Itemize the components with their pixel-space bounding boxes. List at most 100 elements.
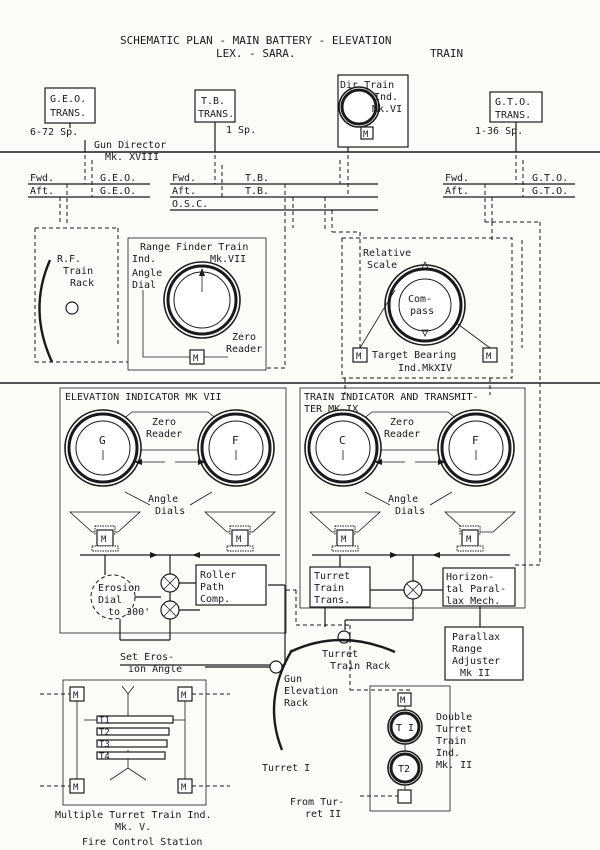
target-bearing-indicator: Relative Scale Com- pass M M Target Bear… — [341, 237, 513, 379]
rf-train-rack: R.F. Train Rack — [34, 227, 128, 363]
parallax-adjuster-line-3: Adjuster — [452, 656, 500, 667]
elevation-zero-2: Reader — [146, 429, 182, 440]
double-turret-t2: T2 — [398, 764, 410, 775]
train-zero-1: Zero — [390, 417, 414, 428]
target-bearing-label-1: Target Bearing — [372, 350, 456, 361]
train-dial-c-label: C — [339, 434, 346, 447]
range-finder-angle-2: Dial — [132, 280, 156, 291]
title-line-1: SCHEMATIC PLAN - MAIN BATTERY - ELEVATIO… — [120, 34, 392, 47]
target-bearing-relative-2: Scale — [367, 260, 397, 271]
set-erosion-line-2: ion Angle — [128, 664, 182, 675]
gun-director-line-2: Mk. XVIII — [105, 152, 159, 163]
gun-elevation-rack-line-2: Elevation — [284, 686, 338, 697]
double-turret-line-5: Mk. II — [436, 760, 472, 771]
gto-bus-fwd-label: Fwd. — [445, 173, 469, 184]
erosion-line-3: to 300' — [108, 607, 150, 618]
tb-trans-line-2: TRANS. — [198, 109, 234, 120]
dir-train-line-2: Ind. — [374, 92, 398, 103]
rf-rack-line-3: Rack — [70, 278, 94, 289]
gto-trans-range: 1-36 Sp. — [475, 126, 523, 137]
multiple-turret-train-indicator: M M M M T1 T2 T3 T4 Multiple Turret Trai… — [40, 679, 230, 833]
geo-bus-aft-label: Aft. — [30, 186, 54, 197]
gto-transmitter: G.T.O. TRANS. 1-36 Sp. — [475, 91, 543, 137]
train-dial-f-label: F — [472, 434, 479, 447]
from-turret-ii-line-1: From Tur- — [290, 797, 344, 808]
multi-turret-t1: T1 — [99, 716, 110, 726]
range-finder-line-1: Range Finder Train — [140, 242, 248, 253]
erosion-line-2: Dial — [98, 595, 122, 606]
parallax-adjuster-line-4: Mk II — [460, 668, 490, 679]
geo-trans-range: 6-72 Sp. — [30, 127, 78, 138]
dir-train-motor-label: M — [363, 130, 369, 140]
erosion-line-1: Erosion — [98, 583, 140, 594]
fire-control-station-label: Fire Control Station — [82, 837, 202, 848]
horizontal-parallax-mech: Horizon- tal Paral- lax Mech. — [442, 567, 516, 607]
tb-bus-aft-label: Aft. — [172, 186, 196, 197]
transmitter-leads — [69, 122, 517, 152]
parallax-adjuster-line-1: Parallax — [452, 632, 500, 643]
turret-train-rack: Turret Train Rack — [289, 630, 396, 672]
turret-train-trans-line-2: Train — [314, 583, 344, 594]
horizontal-parallax-line-3: lax Mech. — [446, 596, 500, 607]
rf-rack-line-1: R.F. — [57, 254, 81, 265]
range-finder-angle-1: Angle — [132, 268, 162, 279]
gto-bus-gto-label-2: G.T.O. — [532, 186, 568, 197]
multi-turret-motor-tl-label: M — [73, 691, 79, 701]
set-erosion-line-1: Set Eros- — [120, 652, 174, 663]
tb-bus-tb-label-2: T.B. — [245, 186, 269, 197]
dir-train-line-1: Dir.Train — [340, 80, 394, 91]
train-indicator-title-1: TRAIN INDICATOR AND TRANSMIT- — [304, 392, 479, 403]
multi-turret-label-1: Multiple Turret Train Ind. — [55, 810, 212, 821]
range-finder-zero-1: Zero — [232, 332, 256, 343]
elevation-motor-right-label: M — [236, 535, 242, 545]
target-bearing-relative-1: Relative — [363, 248, 411, 259]
target-bearing-compass-1: Com- — [408, 294, 432, 305]
geo-trans-line-2: TRANS. — [50, 108, 86, 119]
double-turret-line-1: Double — [436, 712, 472, 723]
multi-turret-motor-br-label: M — [181, 783, 187, 793]
tb-bus-fwd-label: Fwd. — [172, 173, 196, 184]
train-indicator-mk-ix: TRAIN INDICATOR AND TRANSMIT- TER MK IX … — [299, 387, 526, 609]
range-finder-line-2: Ind. — [132, 254, 156, 265]
elevation-angle-1: Angle — [148, 494, 178, 505]
from-turret-ii-line-2: ret II — [305, 809, 341, 820]
multi-turret-motor-bl-label: M — [73, 783, 79, 793]
turret-train-rack-line-1: Turret — [322, 649, 358, 660]
geo-bus: Fwd. Aft. G.E.O. G.E.O. — [28, 155, 150, 225]
dir-train-line-3: Mk.VI — [372, 104, 402, 115]
tb-bus-osc-label: O.S.C. — [172, 199, 208, 210]
gto-bus: Fwd. Aft. G.T.O. G.T.O. — [443, 155, 575, 222]
upper-signal-paths — [117, 221, 541, 565]
target-bearing-motor-right-label: M — [486, 352, 492, 362]
elevation-indicator-mk-vii: ELEVATION INDICATOR MK VII Zero Reader G… — [59, 387, 287, 634]
gto-trans-line-2: TRANS. — [495, 110, 531, 121]
elevation-dial-g-label: G — [99, 434, 106, 447]
title-line-2-right: TRAIN — [430, 47, 463, 60]
train-zero-2: Reader — [384, 429, 420, 440]
gto-bus-gto-label-1: G.T.O. — [532, 173, 568, 184]
train-indicator-title-2: TER MK IX — [304, 404, 358, 415]
horizontal-parallax-line-2: tal Paral- — [446, 584, 506, 595]
range-finder-zero-2: Reader — [226, 344, 262, 355]
double-turret-t1: T I — [396, 723, 414, 734]
range-finder-motor-label: M — [193, 354, 199, 364]
elevation-angle-2: Dials — [155, 506, 185, 517]
multi-turret-label-2: Mk. V. — [115, 822, 151, 833]
train-motor-right-label: M — [466, 535, 472, 545]
double-turret-line-3: Train — [436, 736, 466, 747]
double-turret-motor-label: M — [400, 696, 406, 706]
train-motor-left-label: M — [341, 535, 347, 545]
double-turret-line-4: Ind. — [436, 748, 460, 759]
tb-bus-tb-label-1: T.B. — [245, 173, 269, 184]
horizontal-parallax-line-1: Horizon- — [446, 572, 494, 583]
tb-trans-line-1: T.B. — [201, 96, 225, 107]
target-bearing-motor-left-label: M — [356, 352, 362, 362]
geo-bus-fwd-label: Fwd. — [30, 173, 54, 184]
title-line-2-left: LEX. - SARA. — [216, 47, 295, 60]
rf-rack-line-2: Train — [63, 266, 93, 277]
tb-bus: Fwd. Aft. O.S.C. T.B. T.B. — [170, 155, 378, 232]
turret-train-trans-line-3: Trans. — [314, 595, 350, 606]
diagram-title: SCHEMATIC PLAN - MAIN BATTERY - ELEVATIO… — [120, 34, 463, 60]
dir-train-indicator: M Dir.Train Ind. Mk.VI — [337, 74, 409, 148]
